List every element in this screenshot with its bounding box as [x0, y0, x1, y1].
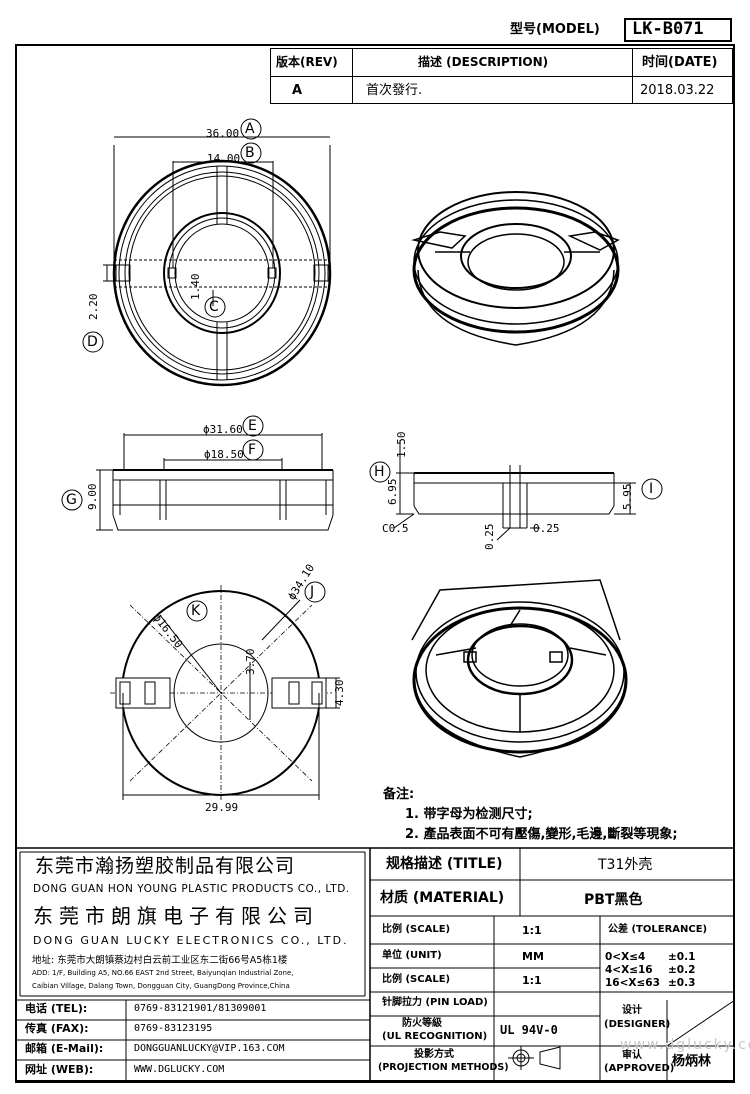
dim-t1: 0.25 [483, 523, 496, 551]
email-value[interactable]: DONGGUANLUCKY@VIP.163.COM [134, 1043, 285, 1054]
ul-label-cn: 防火等級 [402, 1018, 442, 1029]
company2-en: DONG GUAN LUCKY ELECTRONICS CO., LTD. [33, 934, 349, 947]
rev-value: A [292, 83, 303, 98]
date-value: 2018.03.22 [640, 83, 715, 98]
scale-label: 比例 (SCALE) [382, 924, 451, 935]
model-label: 型号(MODEL) [510, 22, 600, 37]
marker-H: H [374, 464, 385, 480]
dim-N: 29.99 [205, 801, 239, 814]
watermark: www.dglucky.com [620, 1037, 750, 1053]
tol-range-2: 4<X≤16 [605, 964, 653, 976]
approved-name: 杨炳林 [672, 1054, 712, 1069]
title-value: T31外壳 [598, 857, 653, 873]
pin-load-label: 针脚拉力 (PIN LOAD) [382, 997, 488, 1008]
dim-G: 9.00 [86, 483, 99, 511]
dim-L: 3.70 [244, 648, 257, 676]
dim-I: 5.95 [621, 483, 634, 511]
projection-symbol [508, 1046, 561, 1070]
address-en-2: Caibian Village, Dalang Town, Dongguan C… [32, 982, 290, 990]
title-label: 规格描述 (TITLE) [386, 856, 503, 872]
side-view-right [393, 440, 636, 541]
tolerance-label: 公差 (TOLERANCE) [608, 924, 708, 935]
tol-value-3: ±0.3 [668, 977, 696, 989]
unit-label: 单位 (UNIT) [382, 950, 442, 961]
tel-label: 电话 (TEL): [25, 1002, 88, 1015]
dim-H: 6.95 [386, 478, 399, 506]
material-label: 材质 (MATERIAL) [380, 890, 505, 906]
unit-value: MM [522, 950, 544, 963]
company2-cn: 东莞市朗旗电子有限公司 [33, 904, 319, 928]
tol-range-1: 0<X≤4 [605, 951, 646, 963]
tol-range-3: 16<X≤63 [605, 977, 660, 989]
desc-col-header: 描述 (DESCRIPTION) [418, 55, 549, 69]
side-view-left [96, 433, 334, 531]
dim-B: 14.00 [207, 152, 241, 165]
approved-label-cn: 审认 [622, 1050, 642, 1061]
dim-C05: C0.5 [382, 522, 409, 535]
marker-G: G [66, 492, 77, 508]
bottom-view [110, 585, 340, 800]
address-en-1: ADD: 1/F, Building A5, NO.66 EAST 2nd St… [32, 969, 294, 977]
company1-en: DONG GUAN HON YOUNG PLASTIC PRODUCTS CO.… [33, 883, 350, 895]
scale-value: 1:1 [522, 924, 542, 937]
top-view [103, 136, 332, 387]
projection-label-cn: 投影方式 [414, 1049, 454, 1060]
scale2-value: 1:1 [522, 974, 542, 987]
iso-view-top [411, 191, 620, 346]
marker-B: B [245, 145, 255, 161]
marker-D: D [87, 334, 98, 350]
marker-F: F [248, 442, 257, 458]
model-box [624, 18, 732, 42]
marker-K: K [191, 603, 201, 619]
dim-A: 36.00 [206, 127, 240, 140]
tel-value: 0769-83121901/81309001 [134, 1003, 267, 1014]
dim-F: ϕ18.50 [204, 448, 244, 461]
web-value[interactable]: WWW.DGLUCKY.COM [134, 1064, 225, 1075]
marker-A: A [245, 121, 255, 137]
note-2: 2. 產品表面不可有壓傷,變形,毛邊,斷裂等現象; [405, 827, 678, 842]
dim-H2: 1.50 [395, 431, 408, 459]
ul-value: UL 94V-0 [500, 1023, 558, 1037]
designer-label-en: (DESIGNER) [604, 1019, 671, 1030]
email-label: 邮箱 (E-Mail): [25, 1042, 104, 1055]
approved-label-en: (APPROVED) [604, 1063, 675, 1074]
title-block-grid [15, 847, 736, 1083]
material-value: PBT黑色 [584, 892, 643, 908]
dim-C: 1.40 [189, 273, 202, 301]
note-1: 1. 带字母为检测尺寸; [405, 807, 533, 822]
date-col-header: 时间(DATE) [642, 55, 718, 70]
ul-label-en: (UL RECOGNITION) [382, 1031, 488, 1042]
projection-label-en: (PROJECTION METHODS) [378, 1062, 509, 1073]
rev-col-header: 版本(REV) [276, 55, 338, 69]
model-value: LK-B071 [632, 19, 704, 39]
tol-value-1: ±0.1 [668, 951, 696, 963]
dim-M: 4.30 [333, 679, 346, 707]
notes-title: 备注: [383, 787, 415, 802]
marker-E: E [248, 418, 257, 434]
fax-value: 0769-83123195 [134, 1023, 213, 1034]
marker-I: I [649, 481, 654, 497]
web-label: 网址 (WEB): [25, 1063, 94, 1076]
designer-label-cn: 设计 [622, 1005, 642, 1016]
iso-view-bottom [411, 579, 628, 758]
marker-J: J [310, 584, 315, 600]
scale2-label: 比例 (SCALE) [382, 974, 451, 985]
dim-E: ϕ31.60 [203, 423, 243, 436]
desc-value: 首次發行. [366, 83, 423, 98]
company1-cn: 东莞市瀚扬塑胶制品有限公司 [35, 855, 296, 877]
fax-label: 传真 (FAX): [25, 1022, 89, 1035]
address-cn: 地址: 东莞市大朗镇蔡边村白云前工业区东二街66号A5栋1楼 [32, 955, 288, 966]
dim-D: 2.20 [87, 293, 100, 321]
marker-C: C [209, 299, 219, 315]
tol-value-2: ±0.2 [668, 964, 696, 976]
dim-t2: 0.25 [533, 522, 560, 535]
